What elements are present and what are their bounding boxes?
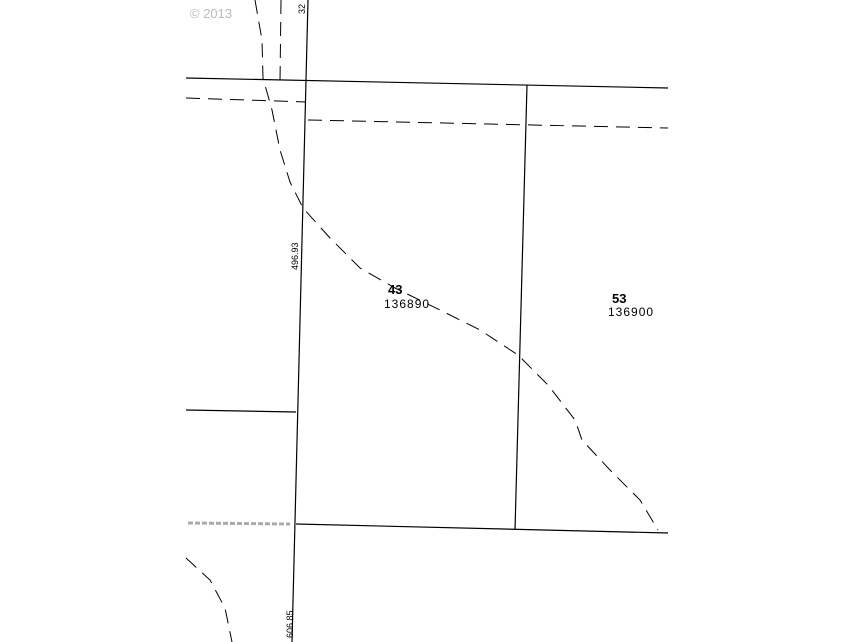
lot-line-south bbox=[295, 523, 669, 534]
copyright-text: © 2013 bbox=[190, 6, 232, 21]
easement-lines bbox=[185, 0, 669, 642]
dimension-left-bottom: 606.85 bbox=[285, 610, 295, 638]
lot-line-middle bbox=[514, 84, 528, 531]
easement-vertical-top bbox=[279, 0, 282, 83]
dimension-left-mid: 496.93 bbox=[290, 242, 300, 270]
easement-top-left bbox=[185, 97, 307, 103]
easement-top-right bbox=[307, 119, 669, 129]
lot-number: 53 bbox=[612, 291, 626, 306]
dimension-top: 32 bbox=[297, 4, 307, 14]
lot-43-label[interactable]: 43 136890 bbox=[384, 282, 430, 311]
lot-account: 136900 bbox=[608, 305, 654, 319]
lot-line-top bbox=[185, 77, 669, 89]
lot-lines bbox=[185, 0, 669, 642]
lot-line-west bbox=[291, 0, 309, 642]
lot-53-label[interactable]: 53 136900 bbox=[608, 291, 654, 319]
faint-boundary bbox=[187, 521, 291, 526]
lot-account: 136890 bbox=[384, 297, 430, 311]
creek-path-bottom bbox=[185, 557, 233, 642]
lot-number: 43 bbox=[388, 282, 402, 297]
creek-path bbox=[254, 0, 659, 531]
lot-line-west-stub bbox=[185, 409, 297, 413]
